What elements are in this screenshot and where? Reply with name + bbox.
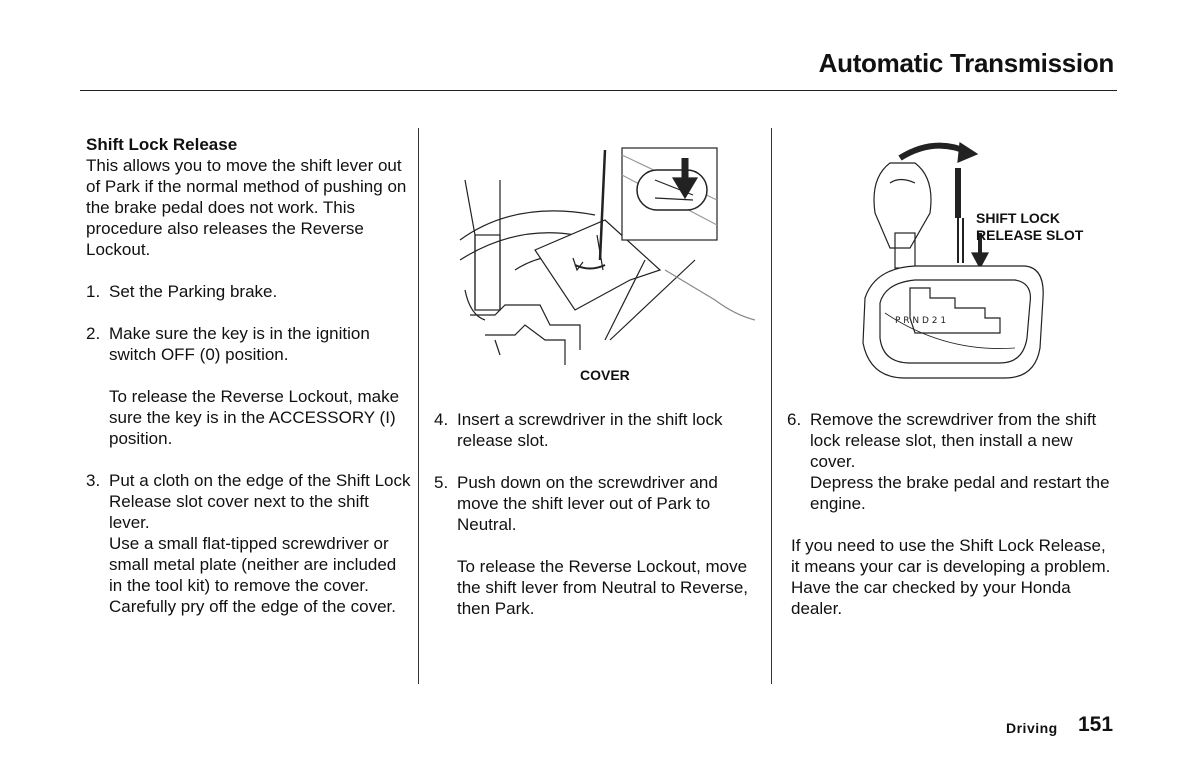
shift-lock-slot-illustration: P R N D 2 1 xyxy=(862,141,1044,379)
slot-label-line1: SHIFT LOCK xyxy=(976,210,1060,226)
step-4: 4. Insert a screwdriver in the shift loc… xyxy=(434,409,764,451)
step-1: 1. Set the Parking brake. xyxy=(86,281,411,302)
column-2: 4. Insert a screwdriver in the shift loc… xyxy=(434,409,764,619)
step-note: To release the Reverse Lockout, move the… xyxy=(457,557,749,618)
step-number: 4. xyxy=(434,410,449,429)
cover-removal-illustration xyxy=(459,147,755,365)
step-number: 5. xyxy=(434,473,449,492)
page-title: Automatic Transmission xyxy=(818,48,1115,78)
step-text: Remove the screwdriver from the shift lo… xyxy=(810,410,1097,471)
intro-text: This allows you to move the shift lever … xyxy=(86,156,407,259)
step-text: Push down on the screwdriver and move th… xyxy=(457,473,718,534)
column-3: 6. Remove the screwdriver from the shift… xyxy=(787,409,1117,619)
page-number: 151 xyxy=(1078,713,1114,736)
step-number: 1. xyxy=(86,282,101,301)
step-5: 5. Push down on the screwdriver and move… xyxy=(434,472,764,619)
step-text: Put a cloth on the edge of the Shift Loc… xyxy=(109,471,411,532)
section-heading: Shift Lock Release xyxy=(86,135,238,154)
step-note: Depress the brake pedal and restart the … xyxy=(810,473,1110,513)
step-text: Make sure the key is in the ignition swi… xyxy=(109,324,370,364)
footer-section: Driving xyxy=(1006,720,1058,736)
header-rule xyxy=(80,90,1117,91)
step-3: 3. Put a cloth on the edge of the Shift … xyxy=(86,470,411,617)
step-2: 2. Make sure the key is in the ignition … xyxy=(86,323,411,449)
column-divider-2 xyxy=(771,128,772,684)
slot-label-line2: RELEASE SLOT xyxy=(976,227,1084,243)
step-note: Use a small flat-tipped screwdriver or s… xyxy=(109,534,397,616)
warning-text: If you need to use the Shift Lock Releas… xyxy=(791,536,1111,618)
step-number: 6. xyxy=(787,410,802,429)
step-text: Insert a screwdriver in the shift lock r… xyxy=(457,410,723,450)
step-note: To release the Reverse Lockout, make sur… xyxy=(109,387,400,448)
svg-text:P R N D 2 1: P R N D 2 1 xyxy=(895,316,946,326)
column-1: Shift Lock Release This allows you to mo… xyxy=(86,134,411,617)
step-text: Set the Parking brake. xyxy=(109,282,278,301)
step-6: 6. Remove the screwdriver from the shift… xyxy=(787,409,1117,514)
step-number: 2. xyxy=(86,324,101,343)
column-divider-1 xyxy=(418,128,419,684)
cover-label: COVER xyxy=(580,367,630,383)
step-number: 3. xyxy=(86,471,101,490)
